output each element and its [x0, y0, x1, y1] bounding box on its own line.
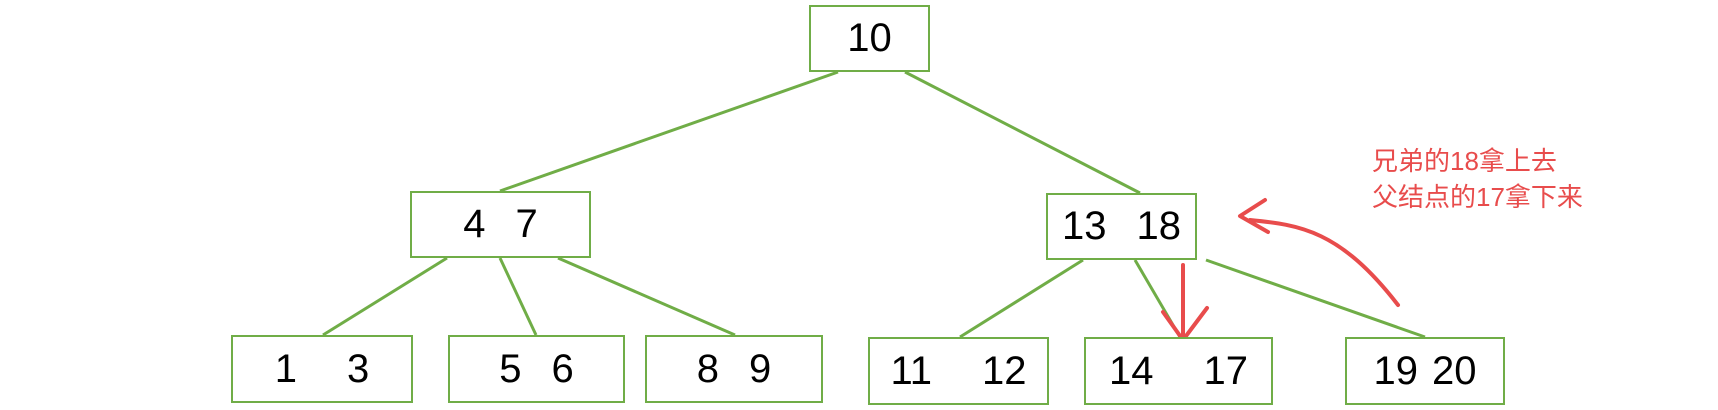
- node-right: 13 18: [1046, 193, 1197, 260]
- node-left: 4 7: [410, 191, 591, 258]
- edge-left-l1: [322, 256, 448, 337]
- node-leaf-1: 1 3: [231, 335, 413, 403]
- node-leaf-3-key-1: 8: [696, 346, 719, 391]
- edge-root-right: [904, 70, 1141, 195]
- node-leaf-1-key-1: 1: [274, 346, 297, 391]
- edge-left-l3: [557, 256, 736, 337]
- annotation-line-1: 兄弟的18拿上去: [1372, 146, 1557, 176]
- arrow-up-curve: [1248, 218, 1400, 307]
- arrow-up-head: [1238, 198, 1270, 234]
- annotation-line-2: 父结点的17拿下来: [1372, 182, 1583, 212]
- node-leaf-1-key-2: 3: [347, 346, 370, 391]
- node-leaf-2-key-2: 6: [551, 346, 574, 391]
- edge-left-l2: [498, 257, 538, 336]
- node-leaf-3: 8 9: [645, 335, 823, 403]
- node-leaf-2-key-1: 5: [499, 346, 522, 391]
- node-leaf-5-key-2: 17: [1203, 348, 1249, 393]
- edge-root-left: [499, 70, 839, 193]
- annotation-text: 兄弟的18拿上去 父结点的17拿下来: [1372, 143, 1583, 215]
- node-leaf-5-key-1: 14: [1109, 348, 1154, 393]
- node-left-key-1: 4: [463, 202, 486, 246]
- node-leaf-6-key-2: 20: [1432, 348, 1477, 393]
- node-leaf-4: 11 12: [868, 337, 1049, 405]
- node-leaf-4-key-1: 11: [890, 348, 933, 393]
- annotation-arrows: [1161, 198, 1400, 342]
- node-leaf-6-key-1: 19: [1373, 348, 1419, 393]
- node-right-key-2: 18: [1136, 204, 1182, 248]
- node-leaf-2: 5 6: [448, 335, 625, 403]
- node-leaf-3-key-2: 9: [749, 346, 772, 391]
- node-leaf-5: 14 17: [1084, 337, 1273, 405]
- node-right-key-1: 13: [1062, 204, 1107, 248]
- node-root-key-1: 10: [847, 16, 892, 60]
- edge-right-l6: [1205, 258, 1426, 339]
- node-leaf-6: 19 20: [1345, 337, 1505, 405]
- edges: [322, 70, 1426, 339]
- node-left-key-2: 7: [515, 202, 538, 246]
- edge-right-l4: [959, 258, 1084, 339]
- node-root: 10: [809, 5, 930, 72]
- node-leaf-4-key-2: 12: [982, 348, 1027, 393]
